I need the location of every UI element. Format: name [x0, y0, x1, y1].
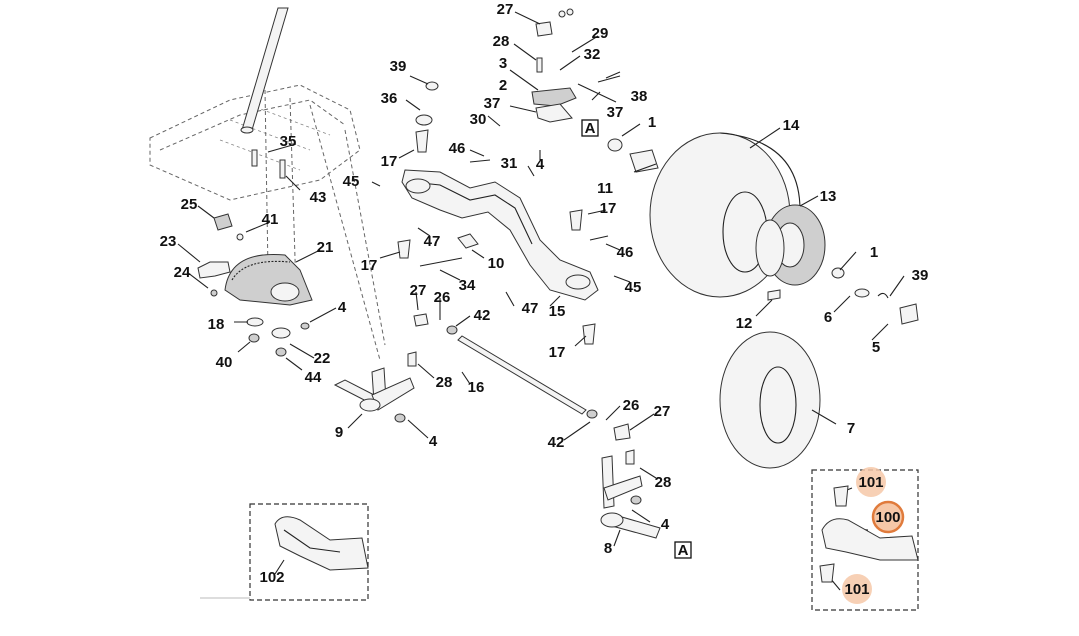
- wheel-rim: [755, 204, 826, 286]
- bushing-25: [213, 213, 233, 231]
- callout-label: 1: [648, 114, 656, 131]
- bracket: [197, 261, 231, 279]
- callout-label: 43: [310, 189, 327, 206]
- callout-label: 27: [497, 1, 514, 18]
- callout-label: 44: [305, 369, 322, 386]
- callout-label: 27: [410, 282, 427, 299]
- callout-label: 29: [592, 25, 609, 42]
- callout-label: 22: [314, 350, 331, 367]
- callout-label: 41: [262, 211, 279, 228]
- callout-label: 102: [259, 569, 284, 586]
- callout-label: 32: [584, 46, 601, 63]
- callout-label: 9: [335, 424, 343, 441]
- callout-label: 46: [617, 244, 634, 261]
- spindle-left: [333, 367, 415, 412]
- callout-label: 17: [361, 257, 378, 274]
- callout-label: 42: [548, 434, 565, 451]
- callout-label: 42: [474, 307, 491, 324]
- callout-label: 13: [820, 188, 837, 205]
- spindle-bracket: [531, 8, 621, 123]
- callout-label: 17: [600, 200, 617, 217]
- small-parts-center: [394, 313, 642, 505]
- callout-label: 100: [875, 509, 900, 526]
- callout-label: 8: [604, 540, 612, 557]
- callout-label: 25: [181, 196, 198, 213]
- callout-label: 15: [549, 303, 566, 320]
- detail-tag-label: A: [585, 120, 596, 137]
- detail-tag-a-upper: A: [581, 119, 599, 137]
- callout-label: 39: [912, 267, 929, 284]
- tie-rod: [457, 335, 587, 415]
- callout-label: 34: [459, 277, 476, 294]
- callout-label: 14: [783, 117, 800, 134]
- bushings: [397, 81, 596, 345]
- callout-label: 4: [536, 156, 545, 173]
- callout-label: 101: [858, 474, 883, 491]
- callout-label: 27: [654, 403, 671, 420]
- wheel-hardware: [607, 138, 919, 325]
- callout-label: 4: [429, 433, 438, 450]
- callout-label: 47: [424, 233, 441, 250]
- steering-shaft: [240, 7, 289, 134]
- callout-label: 40: [216, 354, 233, 371]
- front-axle-beam: [401, 169, 599, 301]
- callout-label: 4: [661, 516, 670, 533]
- detail-box-bushing: [811, 467, 919, 611]
- callout-label: 38: [631, 88, 648, 105]
- callout-label: 1: [870, 244, 878, 261]
- spindle-right: [600, 455, 661, 539]
- callout-label: 18: [208, 316, 225, 333]
- callout-label: 26: [623, 397, 640, 414]
- callout-label: 28: [655, 474, 672, 491]
- callout-label: 23: [160, 233, 177, 250]
- callout-label: 24: [174, 264, 191, 281]
- callout-label: 7: [847, 420, 855, 437]
- bolt-46: [469, 159, 609, 241]
- callout-label: 10: [488, 255, 505, 272]
- detail-tag-a-lower: A: [674, 541, 692, 559]
- callout-label: 28: [436, 374, 453, 391]
- callout-label: 28: [493, 33, 510, 50]
- callout-label: 35: [280, 133, 297, 150]
- detail-tag-label: A: [678, 542, 689, 559]
- callout-label: 46: [449, 140, 466, 157]
- callout-label: 17: [549, 344, 566, 361]
- hardware-left: [210, 149, 310, 357]
- callout-label: 37: [484, 95, 501, 112]
- detail-box-axle: [249, 503, 369, 601]
- callout-label: 45: [343, 173, 360, 190]
- callout-label: 101: [844, 581, 869, 598]
- steering-sector-gear: [224, 253, 313, 306]
- callout-label: 30: [470, 111, 487, 128]
- callout-label: 45: [625, 279, 642, 296]
- callout-label: 11: [597, 180, 613, 197]
- callout-label: 2: [499, 77, 507, 94]
- callout-label: 26: [434, 289, 451, 306]
- callout-label: 37: [607, 104, 624, 121]
- callout-label: 31: [501, 155, 518, 172]
- callout-label: 36: [381, 90, 398, 107]
- callout-label: 3: [499, 55, 507, 72]
- callout-labels: 27 29 28 32 3 38 39 2 36 37 37 30 1 14 3…: [160, 1, 929, 598]
- callout-label: 16: [468, 379, 485, 396]
- callout-label: 4: [338, 299, 347, 316]
- callout-label: 5: [872, 339, 880, 356]
- callout-label: 6: [824, 309, 832, 326]
- callout-label: 47: [522, 300, 539, 317]
- callout-label: 39: [390, 58, 407, 75]
- inner-tube: [719, 331, 821, 469]
- callout-label: 17: [381, 153, 398, 170]
- callout-label: 21: [317, 239, 334, 256]
- callout-label: 12: [736, 315, 753, 332]
- bolt-34: [419, 257, 463, 267]
- pivot-pin-10: [457, 233, 479, 249]
